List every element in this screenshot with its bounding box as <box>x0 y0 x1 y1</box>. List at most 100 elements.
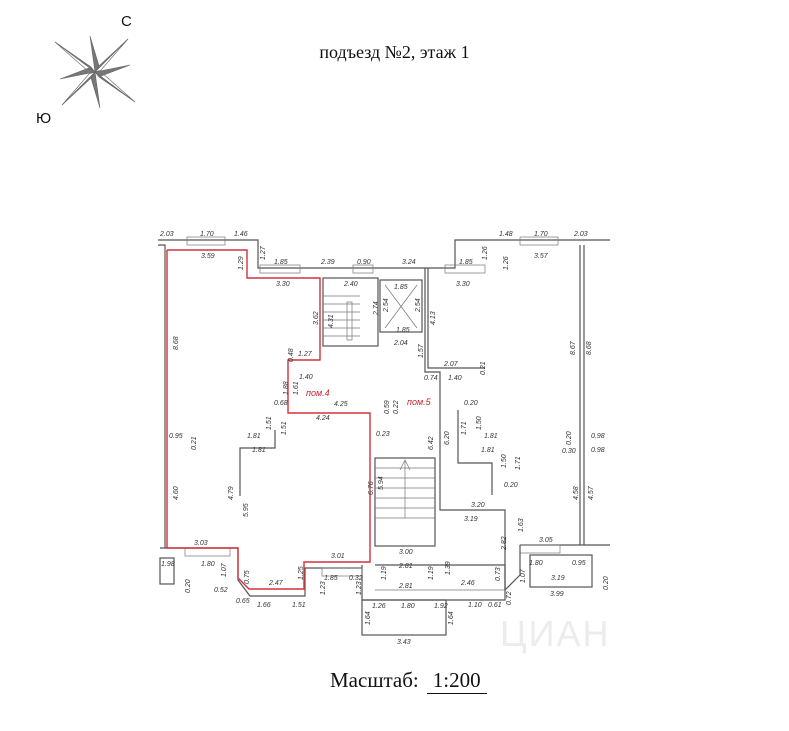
dimension-label: 2.54 <box>383 298 390 313</box>
dimension-label: 2.81 <box>398 563 413 570</box>
dimension-label: 1.80 <box>401 603 415 610</box>
right-stair <box>529 554 593 588</box>
dimension-label: 1.26 <box>503 256 510 270</box>
plan-title: подъезд №2, этаж 1 <box>319 42 470 62</box>
vestibule <box>361 564 506 601</box>
dimension-label: 0.95 <box>169 433 183 440</box>
dimension-label: 4.13 <box>430 311 437 325</box>
window <box>519 236 559 246</box>
dimension-label: 0.75 <box>244 570 251 584</box>
dimension-label: 1.40 <box>448 375 462 382</box>
dimension-label: 2.40 <box>343 281 358 288</box>
dimension-label: 1.50 <box>476 416 483 430</box>
dimension-label: 1.23 <box>356 581 363 595</box>
dimension-label: 1.07 <box>520 568 527 583</box>
dimension-label: 1.19 <box>381 566 388 580</box>
dimension-label: 3.19 <box>551 575 565 582</box>
dimension-label: 2.03 <box>573 231 588 238</box>
dimension-label: 1.70 <box>534 231 548 238</box>
dimension-label: 3.05 <box>539 537 553 544</box>
dimension-label: 1.80 <box>201 561 215 568</box>
dimension-label: 0.20 <box>464 400 478 407</box>
dimension-label: 1.71 <box>515 456 522 470</box>
dimension-label: 1.07 <box>221 562 228 577</box>
dimension-label: 1.50 <box>501 454 508 468</box>
dimension-label: 1.66 <box>257 602 271 609</box>
dimension-label: 2.39 <box>320 259 335 266</box>
partition-l-left <box>239 430 276 496</box>
bottom-right-wall <box>504 545 521 591</box>
dimension-label: 1.98 <box>161 561 175 568</box>
left-stair <box>159 557 175 585</box>
dimension-label: 0.90 <box>357 259 371 266</box>
dimension-label: 1.64 <box>448 611 455 625</box>
dimension-label: 1.10 <box>468 602 482 609</box>
dimension-label: 1.19 <box>428 566 435 580</box>
south-label: Ю <box>36 110 52 127</box>
dimension-label: 0.52 <box>214 587 228 594</box>
dimension-label: 1.64 <box>365 611 372 625</box>
dimension-label: 0.20 <box>566 431 573 445</box>
corridor-wall <box>424 268 506 590</box>
dimension-label: 1.81 <box>484 433 498 440</box>
dimension-label: 3.24 <box>402 259 416 266</box>
dimension-label: 4.58 <box>573 486 580 500</box>
dimension-label: 5.95 <box>243 503 250 517</box>
dimension-label: 1.57 <box>418 343 425 358</box>
dimension-label: 0.61 <box>488 602 502 609</box>
corridor-wall-2 <box>427 268 485 369</box>
dimension-label: 0.73 <box>495 567 502 581</box>
dimension-label: 3.59 <box>201 253 215 260</box>
main-stair <box>374 457 436 547</box>
dimension-label: 1.51 <box>281 421 288 435</box>
dimension-label: 1.81 <box>252 447 266 454</box>
dimension-label: 8.67 <box>570 340 577 355</box>
dimension-label: 2.54 <box>415 298 422 313</box>
dimension-label: 0.23 <box>376 431 390 438</box>
partition-l-right <box>457 410 493 495</box>
window <box>352 264 374 274</box>
dimension-label: 1.51 <box>266 416 273 430</box>
dimension-label: 0.59 <box>384 400 391 414</box>
dimension-label: 3.43 <box>397 639 411 646</box>
dimension-label: 4.57 <box>588 485 595 500</box>
window <box>444 264 486 274</box>
dimension-label: 0.68 <box>274 400 288 407</box>
dimension-label: 1.81 <box>247 433 261 440</box>
dimension-label: 1.70 <box>200 231 214 238</box>
north-label: С <box>121 13 132 30</box>
watermark: ЦИАН <box>500 613 611 654</box>
dimension-label: 2.47 <box>268 580 284 587</box>
porch <box>361 599 447 636</box>
dimension-label: 1.85 <box>274 259 288 266</box>
dimension-label: 4.60 <box>173 486 180 500</box>
dimension-label: 1.85 <box>394 284 408 291</box>
window <box>186 236 226 246</box>
window <box>184 547 231 557</box>
window <box>321 567 363 577</box>
dimension-label: 3.00 <box>399 549 413 556</box>
dimension-label: 0.21 <box>191 436 198 450</box>
compass-rose <box>54 35 136 109</box>
dimension-label: 1.80 <box>529 560 543 567</box>
room-4-outline <box>166 249 371 590</box>
dimension-label: 1.46 <box>234 231 248 238</box>
dimension-label: 0.21 <box>480 361 487 375</box>
dimension-label: 0.20 <box>603 576 610 590</box>
dimension-label: 3.03 <box>194 540 208 547</box>
dimension-label: 0.95 <box>572 560 586 567</box>
dimension-label: 1.81 <box>481 447 495 454</box>
window <box>259 264 301 274</box>
dimension-label: 2.46 <box>460 580 475 587</box>
dimension-label: 0.65 <box>236 598 250 605</box>
elevator-cross <box>384 284 418 329</box>
dimension-label: 4.31 <box>328 314 335 328</box>
dimension-label: 3.62 <box>313 311 320 325</box>
dimension-label: 0.20 <box>504 482 518 489</box>
dimension-label: 1.71 <box>461 421 468 435</box>
dimension-label: 1.63 <box>518 518 525 532</box>
dimension-label: 8.68 <box>173 336 180 350</box>
main-stair-steps <box>375 459 435 519</box>
dimension-label: 2.82 <box>501 536 508 551</box>
